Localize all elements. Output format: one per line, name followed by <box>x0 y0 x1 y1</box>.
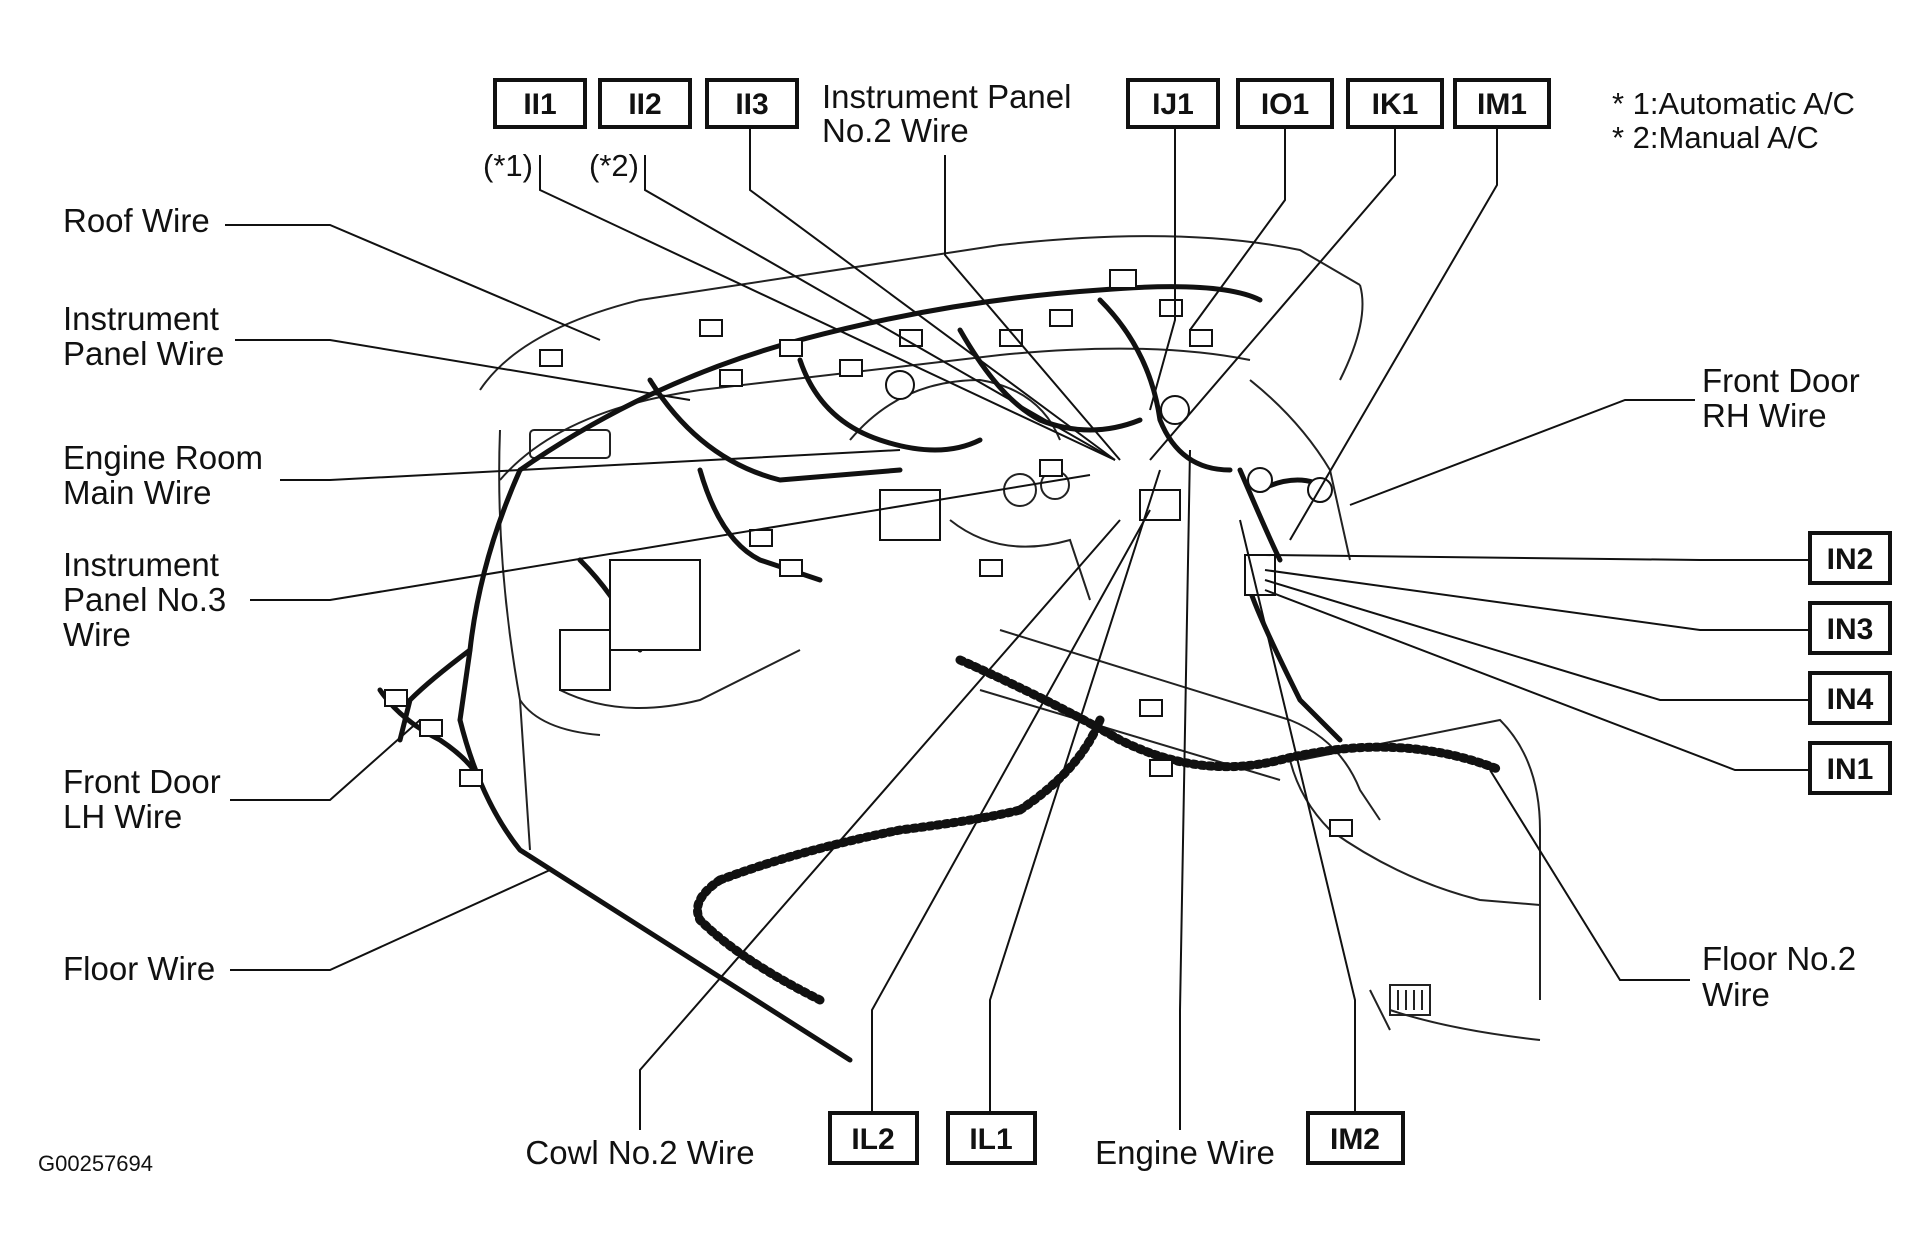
connector-box-II2: II2 <box>598 78 692 129</box>
connector-box-IN2: IN2 <box>1808 531 1892 585</box>
connector-label-IK1: IK1 <box>1372 88 1419 121</box>
label-instrument-panel-no2-wire-1: Instrument Panel <box>822 78 1071 115</box>
harness-connectors <box>384 269 1353 837</box>
connector-note-II2: (*2) <box>589 148 639 183</box>
connector-note-II1: (*1) <box>483 148 533 183</box>
connector-box-IN4: IN4 <box>1808 671 1892 725</box>
connector-box-IO1: IO1 <box>1236 78 1334 129</box>
label-instrument-panel-no3-wire-3: Wire <box>63 616 131 653</box>
label-front-door-lh-wire-1: Front Door <box>63 763 221 800</box>
connector-box-IK1: IK1 <box>1346 78 1444 129</box>
connector-label-IL1: IL1 <box>969 1123 1012 1156</box>
label-engine-wire: Engine Wire <box>1095 1134 1275 1171</box>
wire-harness-paths <box>377 284 1505 1063</box>
label-floor-wire: Floor Wire <box>63 950 215 987</box>
label-front-door-rh-wire-1: Front Door <box>1702 362 1860 399</box>
label-roof-wire: Roof Wire <box>63 202 210 239</box>
figure-id: G00257694 <box>38 1151 153 1176</box>
connector-label-IO1: IO1 <box>1261 88 1309 121</box>
connector-label-IM1: IM1 <box>1477 88 1527 121</box>
connector-label-IM2: IM2 <box>1330 1123 1380 1156</box>
connector-box-IM1: IM1 <box>1453 78 1551 129</box>
connector-label-IJ1: IJ1 <box>1152 88 1194 121</box>
footnote-manual-ac: * 2:Manual A/C <box>1612 120 1819 155</box>
footnote-automatic-ac: * 1:Automatic A/C <box>1612 86 1855 121</box>
connector-box-II3: II3 <box>705 78 799 129</box>
label-instrument-panel-wire-1: Instrument <box>63 300 219 337</box>
label-floor-no2-wire-2: Wire <box>1702 976 1770 1013</box>
label-instrument-panel-no3-wire-2: Panel No.3 <box>63 581 226 618</box>
label-front-door-lh-wire-2: LH Wire <box>63 798 182 835</box>
connector-box-IM2: IM2 <box>1306 1111 1405 1165</box>
label-instrument-panel-no2-wire-2: No.2 Wire <box>822 112 969 149</box>
connector-label-II3: II3 <box>735 88 768 121</box>
connector-box-IN1: IN1 <box>1808 741 1892 795</box>
label-instrument-panel-wire-2: Panel Wire <box>63 335 224 372</box>
connector-box-IN3: IN3 <box>1808 601 1892 655</box>
connector-label-IN3: IN3 <box>1827 613 1874 646</box>
connector-label-II2: II2 <box>628 88 661 121</box>
label-cowl-no2-wire: Cowl No.2 Wire <box>525 1134 754 1171</box>
connector-label-IN2: IN2 <box>1827 543 1874 576</box>
label-instrument-panel-no3-wire-1: Instrument <box>63 546 219 583</box>
connector-label-II1: II1 <box>523 88 556 121</box>
leader-lines <box>225 125 1810 1130</box>
connector-label-IN4: IN4 <box>1827 683 1874 716</box>
label-front-door-rh-wire-2: RH Wire <box>1702 397 1827 434</box>
label-engine-room-main-wire-2: Main Wire <box>63 474 212 511</box>
connector-box-IL2: IL2 <box>828 1111 919 1165</box>
connector-label-IN1: IN1 <box>1827 753 1874 786</box>
connector-label-IL2: IL2 <box>851 1123 894 1156</box>
connector-box-II1: II1 <box>493 78 587 129</box>
label-engine-room-main-wire-1: Engine Room <box>63 439 263 476</box>
connector-box-IJ1: IJ1 <box>1126 78 1220 129</box>
label-floor-no2-wire-1: Floor No.2 <box>1702 940 1856 977</box>
connector-box-IL1: IL1 <box>946 1111 1037 1165</box>
